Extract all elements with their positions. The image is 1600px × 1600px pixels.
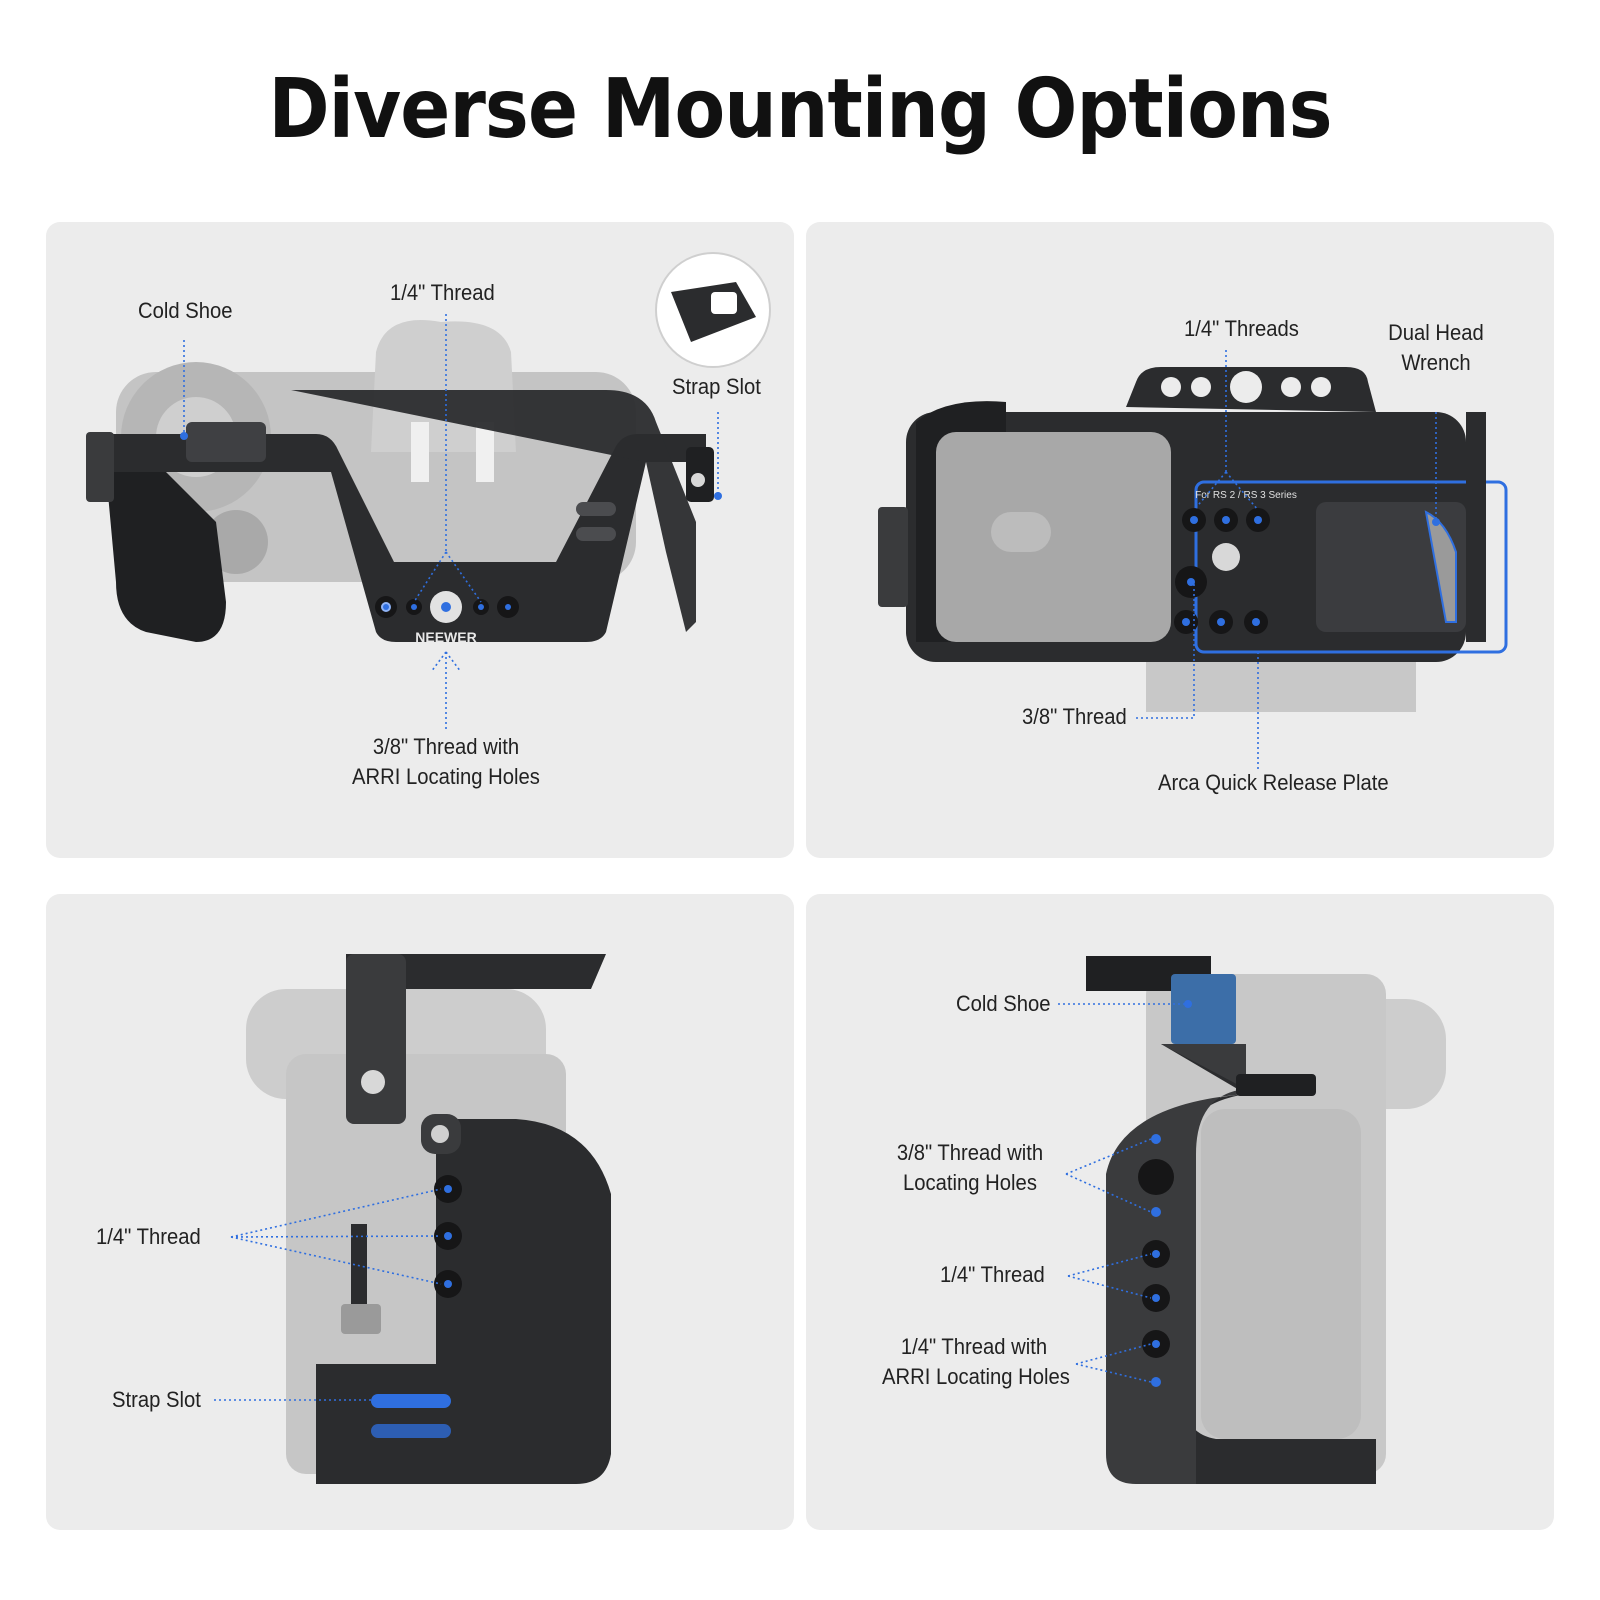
label-cold-shoe: Cold Shoe <box>138 298 233 323</box>
panel-top-view: NEEWER Cold Shoe 1/4" Thread Strap Slot … <box>46 222 794 858</box>
label-three-eighth-thread-arri: 3/8" Thread with ARRI Locating Holes <box>352 734 540 789</box>
cold-shoe-mount <box>186 422 266 462</box>
label-quarter-threads: 1/4" Threads <box>1184 316 1299 341</box>
thread-holes-top <box>375 591 519 623</box>
page-title: Diverse Mounting Options <box>268 62 1332 157</box>
panel-bottom-view: For RS 2 / RS 3 Series 1/4" Threads Dual… <box>806 222 1554 858</box>
label-three-eighth-thread: 3/8" Thread <box>1022 704 1127 729</box>
cage-right-side-illustration <box>1058 956 1446 1484</box>
label-strap-slot: Strap Slot <box>112 1387 201 1412</box>
neewer-logo: NEEWER <box>415 629 476 645</box>
panel-right-side-view: Cold Shoe 3/8" Thread with Locating Hole… <box>806 894 1554 1530</box>
cage-top-bar <box>106 434 706 642</box>
label-arca-plate: Arca Quick Release Plate <box>1158 770 1389 795</box>
thread-holes-left-side <box>434 1175 462 1298</box>
camera-grip <box>1201 1109 1361 1439</box>
cage-handle <box>106 472 226 642</box>
thread-holes-right-side <box>1138 1134 1174 1387</box>
label-dual-head-wrench: Dual Head Wrench <box>1388 320 1484 375</box>
cage-left-side-illustration <box>214 954 611 1484</box>
cage-bottom-view-illustration: For RS 2 / RS 3 Series <box>878 350 1508 772</box>
dual-head-wrench <box>1424 510 1457 623</box>
label-cold-shoe: Cold Shoe <box>956 991 1051 1016</box>
cage-grip-side <box>316 1119 611 1484</box>
cage-top-view-illustration: NEEWER <box>86 252 771 732</box>
label-three-eighth-thread-locating: 3/8" Thread with Locating Holes <box>896 1140 1044 1195</box>
label-quarter-thread: 1/4" Thread <box>390 280 495 305</box>
thread-holes-bottom <box>1174 508 1270 634</box>
viewfinder <box>371 320 516 452</box>
panel-left-side-view: 1/4" Thread Strap Slot <box>46 894 794 1530</box>
cold-shoe-block <box>1171 974 1236 1044</box>
camera-grip-bottom <box>936 432 1171 642</box>
strap-slot-upper <box>371 1394 451 1408</box>
label-quarter-thread-arri: 1/4" Thread with ARRI Locating Holes <box>882 1334 1070 1389</box>
strap-slot-lower <box>371 1424 451 1438</box>
label-strap-slot: Strap Slot <box>672 374 761 399</box>
label-quarter-thread: 1/4" Thread <box>940 1262 1045 1287</box>
label-quarter-thread: 1/4" Thread <box>96 1224 201 1249</box>
